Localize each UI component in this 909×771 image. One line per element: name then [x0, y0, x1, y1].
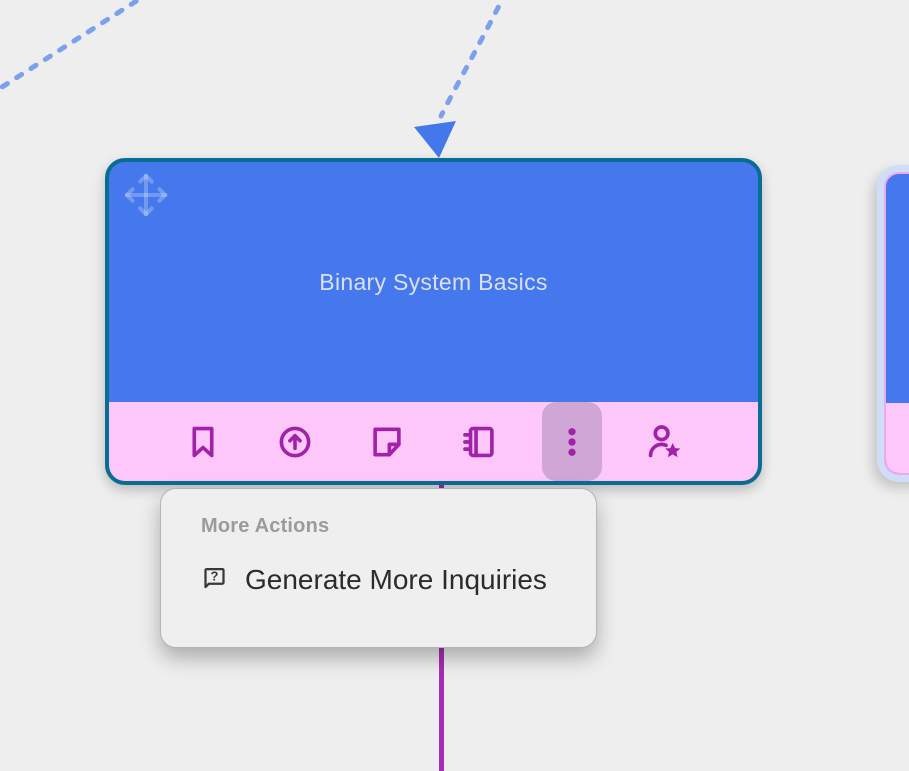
notebook-icon — [461, 423, 499, 461]
more-actions-menu: More Actions ? Generate More Inquiries — [160, 488, 597, 648]
sticky-note-icon — [368, 423, 406, 461]
menu-header: More Actions — [201, 515, 330, 537]
node-header: Binary System Basics — [109, 162, 758, 402]
more-options-button[interactable] — [541, 402, 602, 481]
node-card[interactable]: Binary System Basics — [105, 158, 762, 485]
neighbor-node-body — [884, 172, 909, 475]
menu-item-generate-more-inquiries[interactable]: ? Generate More Inquiries — [201, 564, 556, 596]
journal-button[interactable] — [450, 402, 510, 481]
arrow-up-circle-icon — [276, 423, 314, 461]
more-options-icon — [553, 423, 591, 461]
promote-button[interactable] — [265, 402, 325, 481]
node-toolbar — [109, 402, 758, 481]
svg-text:?: ? — [211, 569, 219, 584]
node-title: Binary System Basics — [319, 268, 548, 295]
edge-arrowhead — [414, 121, 456, 158]
notes-button[interactable] — [357, 402, 417, 481]
mentor-button[interactable] — [634, 402, 694, 481]
dashed-edge-top-left — [0, 0, 143, 92]
move-icon[interactable] — [123, 172, 169, 218]
dashed-edge-incoming — [438, 0, 505, 119]
bookmark-button[interactable] — [173, 402, 233, 481]
neighbor-node-footer — [886, 403, 909, 473]
bookmark-icon — [184, 423, 222, 461]
message-square-question-icon: ? — [201, 564, 228, 596]
menu-item-label: Generate More Inquiries — [245, 564, 547, 595]
neighbor-node-card[interactable] — [877, 165, 909, 482]
user-star-icon — [645, 423, 683, 461]
